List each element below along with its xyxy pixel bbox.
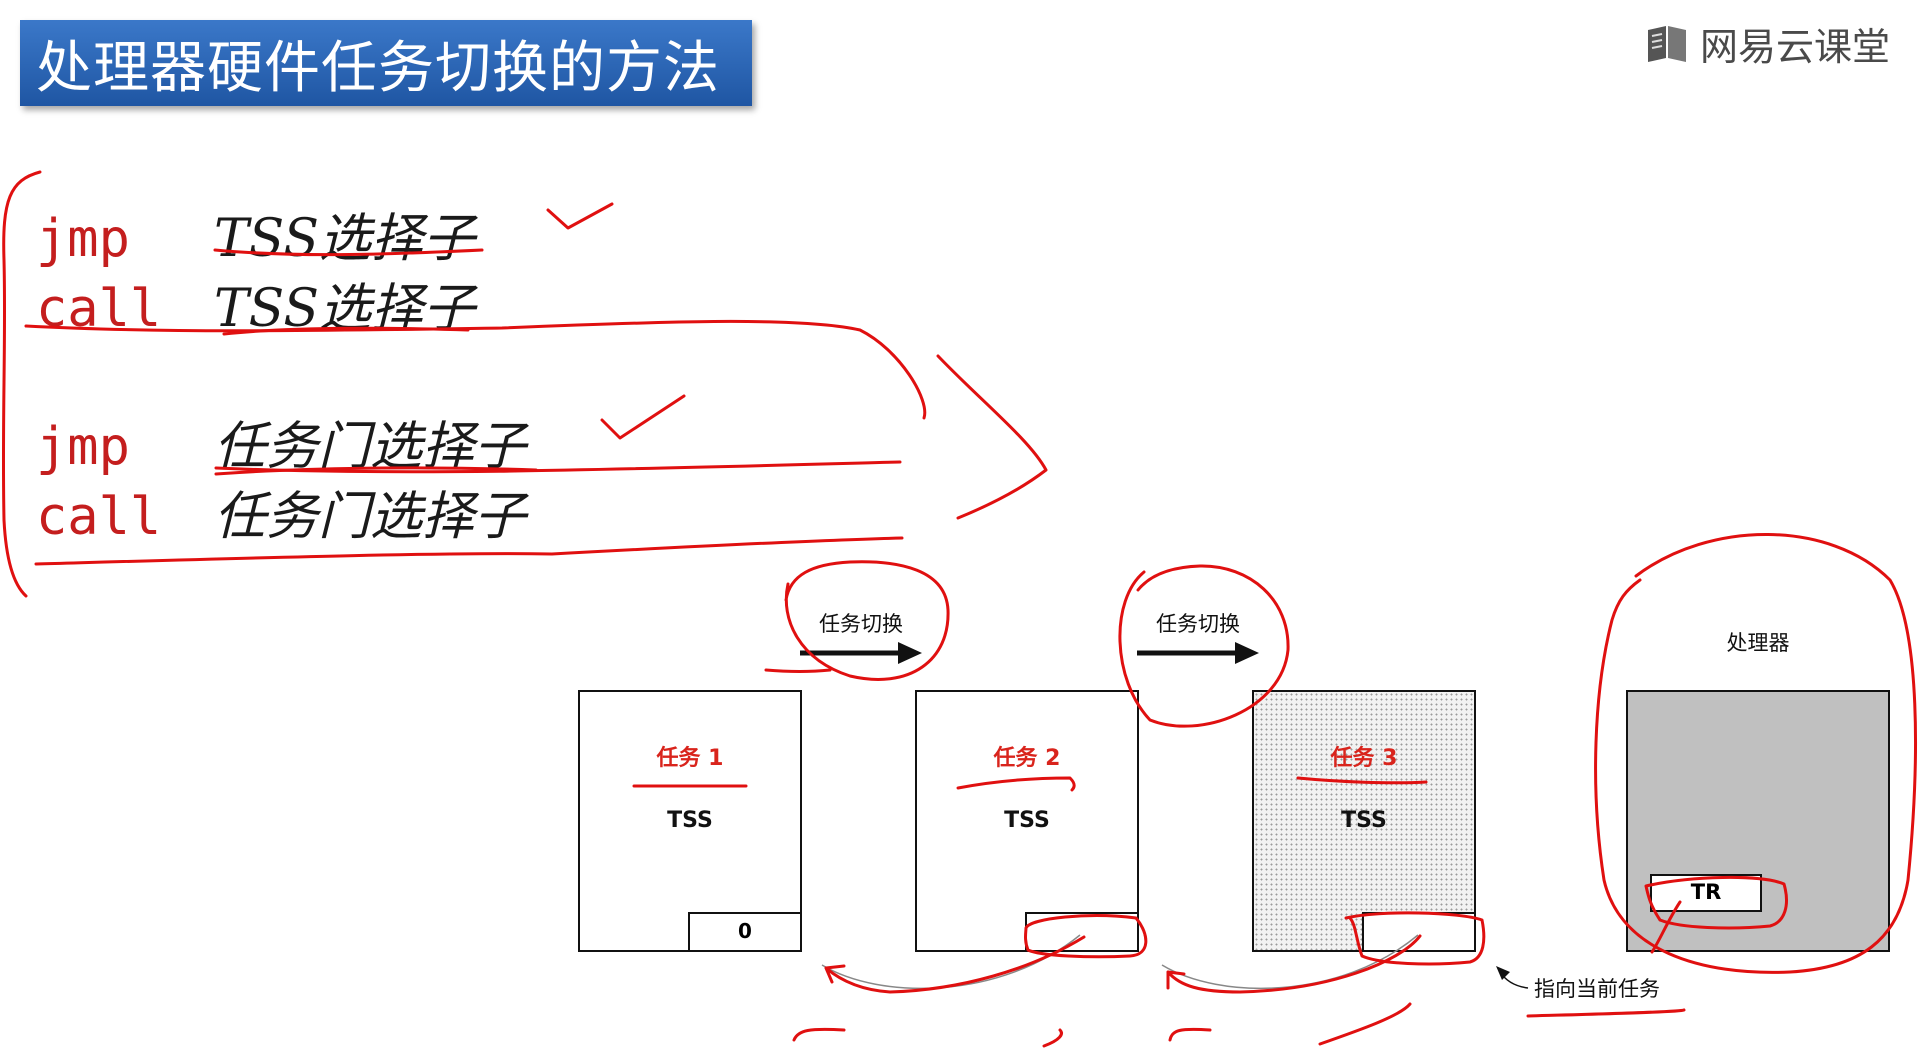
- underline-annotation: [764, 668, 832, 673]
- left-brace-annotation: [1, 170, 42, 598]
- circle-annotation: [1644, 875, 1788, 930]
- underline-annotation: [1296, 776, 1428, 785]
- underline-annotation: [1168, 1027, 1212, 1042]
- underline-annotation: [1042, 1028, 1063, 1048]
- tss-label: TSS: [667, 808, 713, 833]
- underline-annotation: [956, 776, 1076, 792]
- underline-annotation: [24, 319, 927, 420]
- checkmark-annotation: [600, 394, 686, 440]
- instruction-keyword: jmp: [36, 417, 130, 477]
- underline-annotation: [214, 466, 538, 476]
- tss-label: TSS: [1341, 808, 1387, 833]
- task-3-tss-box: 任务 3 TSS: [1252, 690, 1476, 952]
- underline-annotation: [34, 536, 904, 566]
- underline-annotation: [222, 326, 470, 336]
- slide-title: 处理器硬件任务切换的方法: [36, 35, 720, 101]
- instruction-keyword: jmp: [36, 209, 130, 269]
- underline-annotation: [1526, 1008, 1686, 1018]
- instruction-keyword: call: [36, 487, 162, 547]
- book-icon: [1647, 26, 1686, 62]
- underline-annotation: [213, 248, 484, 257]
- pointer-arrowhead: [1496, 966, 1510, 980]
- processor-circle-annotation: [1594, 533, 1917, 974]
- logo-text: 网易云课堂: [1699, 24, 1890, 69]
- task-switch-label: 任务切换: [1156, 612, 1240, 636]
- circle-annotation: [784, 560, 950, 681]
- slide-title-banner: 处理器硬件任务切换的方法: [20, 20, 752, 106]
- processor-label: 处理器: [1726, 631, 1790, 655]
- code-line-jmp-tss: jmp TSS选择子: [36, 196, 475, 271]
- circle-annotation: [1118, 564, 1290, 728]
- task-switch-1: 任务切换: [796, 608, 926, 672]
- task-label: 任务 2: [993, 746, 1061, 771]
- link-arrow-annotation: [1650, 900, 1682, 954]
- link-arrow-3-to-2: [1161, 934, 1419, 990]
- circle-annotation: [1024, 914, 1148, 959]
- instruction-operand: 任务门选择子: [214, 487, 527, 547]
- task-switch-2: 任务切换: [1133, 608, 1263, 672]
- bracket-annotation: [936, 354, 1048, 520]
- checkmark-annotation: [546, 202, 614, 230]
- link-arrow-annotation: [824, 935, 1086, 994]
- task-2-tss-box: 任务 2 TSS: [915, 690, 1139, 952]
- right-arrow-icon: [1137, 642, 1259, 664]
- task-1-tss-box: 任务 1 TSS 0: [578, 690, 802, 952]
- link-arrow-annotation: [1166, 934, 1422, 994]
- previous-task-link-field: [1025, 912, 1137, 950]
- task-label: 任务 3: [1330, 746, 1398, 771]
- underline-annotation: [214, 460, 902, 474]
- tss-label: TSS: [1004, 808, 1050, 833]
- pointer-label: 指向当前任务: [1534, 977, 1660, 1001]
- task-label: 任务 1: [656, 746, 724, 771]
- logo: 网易云课堂: [1644, 18, 1890, 69]
- task-switch-label: 任务切换: [819, 612, 903, 636]
- right-arrow-icon: [800, 642, 922, 664]
- underline-annotation: [792, 1027, 846, 1042]
- instruction-operand: TSS选择子: [214, 209, 476, 269]
- circle-annotation: [1344, 911, 1486, 966]
- code-line-call-gate: call 任务门选择子: [36, 474, 526, 549]
- previous-task-link-field: 0: [688, 912, 800, 950]
- underline-annotation: [1318, 1002, 1412, 1046]
- processor-box: TR: [1626, 690, 1890, 952]
